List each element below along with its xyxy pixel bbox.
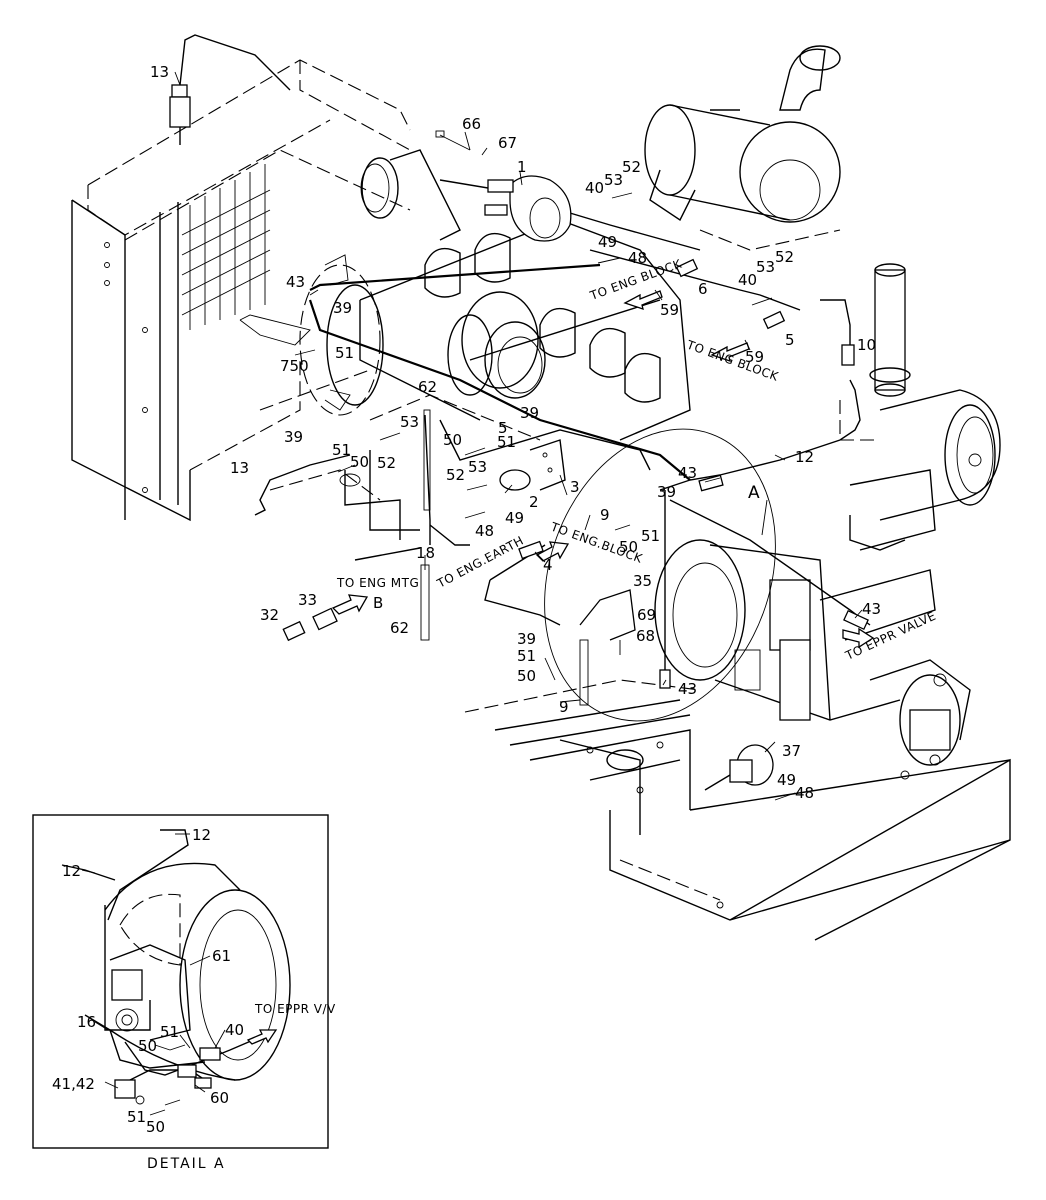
part-label: 51 [332,441,351,459]
part-label: 39 [333,299,352,317]
part-label: 50 [517,667,536,685]
part-label: 50 [619,538,638,556]
part-label: 39 [520,404,539,422]
part-label: 4 [543,556,553,574]
part-label: 59 [745,348,764,366]
radiator [71,59,411,522]
part-label: 9 [559,698,569,716]
part-label: B [373,594,383,612]
part-label: 53 [468,458,487,476]
part-label: 48 [475,522,494,540]
part-label: 43 [678,464,697,482]
part-label: 49 [505,509,524,527]
part-label: 66 [462,115,481,133]
detail-part-label: 12 [62,862,81,880]
part-label: 1 [517,158,527,176]
detail-part-label: 16 [77,1013,96,1031]
detail-part-label: 50 [146,1118,165,1136]
part-label: 43 [862,600,881,618]
detail-part-label: 60 [210,1089,229,1107]
detail-caption: DETAIL A [147,1156,226,1172]
part-label: 39 [657,483,676,501]
leader-lines [174,71,863,753]
detail-part-label: 40 [225,1021,244,1039]
part-label: 52 [446,466,465,484]
part-label: 40 [738,271,757,289]
part-label: 49 [598,233,617,251]
part-label: 67 [498,134,517,152]
part-label: 13 [230,459,249,477]
part-label: 51 [335,344,354,362]
part-label: 5 [785,331,795,349]
annotation-to-eng-block: TO ENG BLOCK [684,337,781,384]
part-label: 2 [529,493,539,511]
part-label: 39 [284,428,303,446]
part-label: 9 [600,506,610,524]
detail-annotation-to-eppr: TO EPPR V/V [254,1002,336,1016]
part-label: 6 [698,280,708,298]
part-label: 53 [756,258,775,276]
part-label: 12 [795,448,814,466]
detail-a-callout-circle [544,428,776,722]
part-label: 3 [570,478,580,496]
part-label: 51 [497,433,516,451]
air-cleaner [839,263,1001,551]
detail-a-inset: 12 12 61 16 51 40 50 41,42 60 51 50 TO E… [32,814,336,1172]
part-label: 5 [498,419,508,437]
fan-assembly [239,149,461,416]
part-label: 68 [636,627,655,645]
detail-part-label: 51 [160,1023,179,1041]
part-label: 69 [637,606,656,624]
part-label: A [748,483,760,503]
part-label: 50 [443,431,462,449]
annotation-to-eng-mtg: TO ENG MTG [336,576,419,590]
part-label: 10 [857,336,876,354]
part-label: 33 [298,591,317,609]
part-label: 43 [678,680,697,698]
part-label: 62 [418,378,437,396]
part-label: 37 [782,742,801,760]
part-label: 43 [286,273,305,291]
part-label: 51 [641,527,660,545]
annotation-to-eng-earth: TO ENG.EARTH [434,533,526,591]
part-label: 750 [280,357,309,375]
part-label: 49 [777,771,796,789]
part-label: 13 [150,63,169,81]
part-label: 53 [400,413,419,431]
detail-part-label: 61 [212,947,231,965]
part-label-group: 13 66 67 1 40 53 52 49 48 43 39 51 750 6… [150,63,881,802]
part-label: 52 [622,158,641,176]
part-label: 48 [628,249,647,267]
detail-part-label: 12 [192,826,211,844]
part-label: 48 [795,784,814,802]
part-label: 52 [775,248,794,266]
part-label: 32 [260,606,279,624]
part-label: 18 [416,544,435,562]
part-label: 50 [350,453,369,471]
frame [464,679,1011,941]
part-label: 35 [633,572,652,590]
muffler [644,45,841,251]
part-label: 59 [660,301,679,319]
detail-part-label: 50 [138,1037,157,1055]
engine-block [259,219,691,540]
part-label: 51 [517,647,536,665]
detail-part-label: 51 [127,1108,146,1126]
part-label: 52 [377,454,396,472]
part-label: 39 [517,630,536,648]
part-label: 40 [585,179,604,197]
part-label: 62 [390,619,409,637]
cable-harness [169,34,875,801]
detail-part-label: 41,42 [52,1075,95,1093]
part-label: 53 [604,171,623,189]
hydraulic-pump [654,539,971,780]
